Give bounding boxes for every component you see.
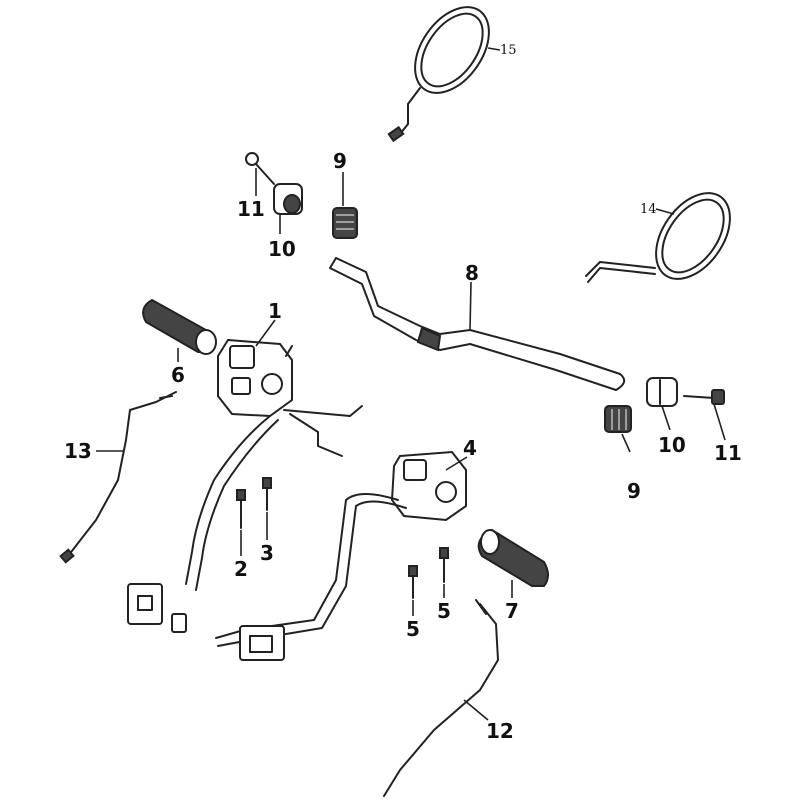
left-switch-wiring bbox=[127, 405, 363, 633]
callout-10b: 10 bbox=[658, 433, 686, 457]
callout-12: 12 bbox=[486, 719, 514, 743]
callout-13: 13 bbox=[64, 439, 92, 463]
callout-15: 15 bbox=[500, 43, 517, 58]
callout-5b: 5 bbox=[437, 599, 451, 623]
mirror-right-part-14[interactable] bbox=[585, 179, 745, 292]
callout-9b: 9 bbox=[627, 479, 641, 503]
handlebar-part-8[interactable] bbox=[329, 257, 626, 391]
callout-7: 7 bbox=[505, 599, 519, 623]
callout-2: 2 bbox=[234, 557, 248, 581]
callout-10a: 10 bbox=[268, 237, 296, 261]
grip-left-part-6[interactable] bbox=[142, 298, 217, 355]
callout-4: 4 bbox=[463, 436, 477, 460]
bar-end-cap-part-10-top[interactable] bbox=[273, 183, 303, 215]
switch-housing-right-part-4[interactable] bbox=[390, 450, 467, 522]
callout-1: 1 bbox=[268, 299, 282, 323]
cable-part-12[interactable] bbox=[383, 599, 499, 797]
callout-3: 3 bbox=[260, 541, 274, 565]
callout-11b: 11 bbox=[714, 441, 742, 465]
callout-6: 6 bbox=[171, 363, 185, 387]
callout-11a: 11 bbox=[237, 197, 265, 221]
screw-part-11-right[interactable] bbox=[683, 389, 725, 405]
leader-lines bbox=[96, 47, 726, 721]
screw-part-3[interactable] bbox=[262, 477, 272, 511]
screw-part-11-top[interactable] bbox=[245, 152, 275, 185]
screw-part-5-right[interactable] bbox=[439, 547, 449, 583]
screw-part-2[interactable] bbox=[236, 489, 246, 529]
callout-9a: 9 bbox=[333, 149, 347, 173]
right-switch-wiring bbox=[215, 493, 407, 661]
screw-part-5-left[interactable] bbox=[408, 565, 418, 599]
callout-labels: 1 2 3 4 5 5 6 7 8 9 9 10 10 11 11 12 13 … bbox=[64, 43, 742, 743]
grip-right-part-7[interactable] bbox=[477, 528, 549, 587]
bar-end-cap-part-10-right[interactable] bbox=[646, 377, 678, 407]
bar-end-weight-part-9-top[interactable] bbox=[332, 207, 358, 239]
mirror-left-part-15[interactable] bbox=[387, 0, 504, 143]
switch-housing-left-part-1[interactable] bbox=[217, 338, 293, 418]
callout-8: 8 bbox=[465, 261, 479, 285]
callout-14: 14 bbox=[640, 202, 657, 217]
cable-part-13[interactable] bbox=[59, 391, 177, 564]
bar-end-weight-part-9-right[interactable] bbox=[604, 405, 632, 433]
callout-5a: 5 bbox=[406, 617, 420, 641]
